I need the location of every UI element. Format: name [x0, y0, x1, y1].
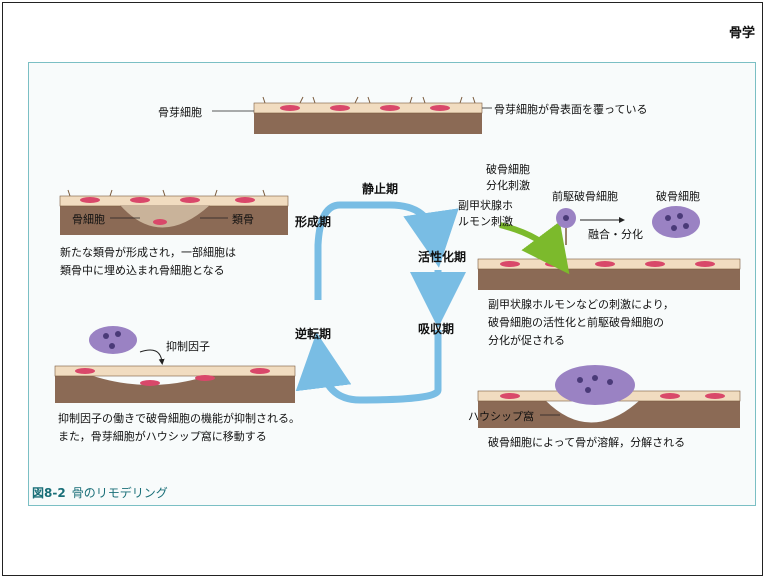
resorption-desc: 破骨細胞によって骨が溶解，分解される: [488, 436, 686, 449]
bone-reversal: [54, 326, 296, 403]
section-header: 骨学: [728, 26, 755, 41]
bone-resting: [212, 96, 492, 134]
bone-formation: [59, 189, 289, 235]
label-osteoclast: 破骨細胞: [656, 190, 700, 203]
label-howship: ハウシップ窩: [468, 410, 534, 423]
figure-title: 骨のリモデリング: [71, 486, 168, 500]
phase-reversal: 逆転期: [295, 327, 332, 341]
activation-desc-3: 分化が促される: [488, 334, 565, 347]
activation-desc-2: 破骨細胞の活性化と前駆破骨細胞の: [488, 316, 664, 329]
label-inhibitor: 抑制因子: [166, 340, 210, 353]
cycle-arrows: [295, 201, 466, 404]
figure-caption: 図8-2 骨のリモデリング: [32, 484, 168, 501]
label-fusion-diff: 融合・分化: [588, 228, 643, 241]
label-preosteoclast: 前駆破骨細胞: [552, 190, 618, 203]
reversal-desc-1: 抑制因子の働きで破骨細胞の機能が抑制される。: [58, 412, 300, 425]
phase-resorption: 吸収期: [418, 322, 455, 336]
activation-desc-1: 副甲状腺ホルモンなどの刺激により，: [488, 298, 675, 311]
formation-desc-2: 類骨中に埋め込まれ骨細胞となる: [60, 264, 225, 277]
label-osteoblast: 骨芽細胞: [158, 106, 202, 119]
label-osteoid: 類骨: [232, 213, 254, 226]
label-pth-stimulus: 副甲状腺ホ ルモン刺激: [458, 199, 513, 228]
phase-activation: 活性化期: [418, 250, 467, 264]
label-osteocyte: 骨細胞: [72, 213, 105, 226]
bone-resorption: [477, 365, 741, 428]
reversal-desc-2: また，骨芽細胞がハウシップ窩に移動する: [58, 430, 267, 443]
phase-formation: 形成期: [295, 215, 332, 229]
bone-activation: [477, 206, 741, 290]
label-osteoblast-cover: 骨芽細胞が骨表面を覆っている: [494, 103, 648, 116]
phase-resting: 静止期: [362, 182, 399, 196]
formation-desc-1: 新たな類骨が形成され，一部細胞は: [60, 246, 236, 259]
figure-number: 図8-2: [32, 486, 66, 500]
label-osteoclast-diff-stimulus: 破骨細胞 分化刺激: [486, 163, 530, 192]
